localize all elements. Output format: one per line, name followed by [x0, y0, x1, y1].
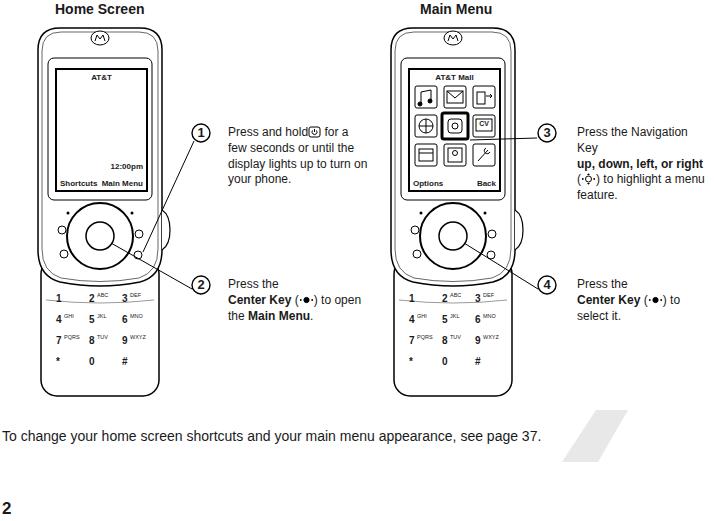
- key-letters: PQRS: [417, 334, 433, 340]
- key-number: 6: [475, 314, 481, 325]
- instruction-text: Press theCenter Key() to open theMain Me…: [228, 277, 370, 324]
- power-key-icon: [308, 126, 321, 138]
- key-letters: WXYZ: [130, 334, 146, 340]
- screen-text: Back: [477, 179, 496, 188]
- key-number: 4: [56, 314, 62, 325]
- instruction-text: ) to highlight a menu feature.: [577, 172, 705, 202]
- key-letters: DEF: [483, 292, 494, 298]
- key-number: 4: [409, 314, 415, 325]
- key-number: 1: [56, 293, 62, 304]
- screen-text: 12:00pm: [111, 162, 143, 171]
- icon-text: CV: [473, 120, 495, 127]
- instruction-text: (: [644, 293, 648, 307]
- page-corner-mark: [562, 410, 628, 462]
- key-number: 9: [122, 335, 128, 346]
- phone-body: [391, 28, 523, 396]
- key-letters: TUV: [97, 334, 108, 340]
- callout-number: 2: [191, 275, 217, 295]
- screen-text: Shortcuts: [60, 179, 97, 188]
- phone-body: [38, 28, 170, 396]
- instruction-text: Press the Navigation Key up, down, left, …: [577, 125, 709, 204]
- key-number: 0: [89, 356, 95, 367]
- key-number: 0: [442, 356, 448, 367]
- key-number: 7: [409, 335, 415, 346]
- callout-number: 3: [537, 123, 563, 143]
- key-letters: ABC: [97, 292, 108, 298]
- callout-number: 4: [537, 275, 563, 295]
- key-number: #: [475, 356, 481, 367]
- key-name: Main Menu: [248, 309, 310, 323]
- screen-text: Options: [413, 179, 443, 188]
- key-letters: PQRS: [64, 334, 80, 340]
- key-name: Center Key: [577, 293, 640, 307]
- key-number: *: [409, 356, 413, 367]
- instruction-text: (: [295, 293, 299, 307]
- instruction-text: Press theCenter Key() to select it.: [577, 277, 709, 324]
- menu-icons: [415, 86, 495, 166]
- key-letters: MNO: [483, 313, 496, 319]
- screen-text: AT&T Mall: [410, 73, 499, 82]
- key-number: 2: [442, 293, 448, 304]
- center-key-icon: [299, 294, 314, 306]
- instruction-text: Press the: [228, 277, 279, 291]
- key-number: 5: [442, 314, 448, 325]
- key-number: 8: [442, 335, 448, 346]
- footnote: To change your home screen shortcuts and…: [2, 428, 541, 444]
- key-letters: TUV: [450, 334, 461, 340]
- display-screen: AT&T 12:00pmShortcuts Main Menu: [55, 68, 148, 192]
- key-letters: GHI: [417, 313, 427, 319]
- key-number: 1: [409, 293, 415, 304]
- key-number: 5: [89, 314, 95, 325]
- key-number: 7: [56, 335, 62, 346]
- callout-number: 1: [191, 123, 217, 143]
- callout-number: 3: [537, 123, 557, 143]
- key-letters: GHI: [64, 313, 74, 319]
- key-number: #: [122, 356, 128, 367]
- key-number: 6: [122, 314, 128, 325]
- instruction-text: Press and holdfor a few seconds or until…: [228, 125, 370, 188]
- key-letters: MNO: [130, 313, 143, 319]
- view-heading: Main Menu: [420, 1, 492, 17]
- screen-text: Main Menu: [102, 179, 143, 188]
- instruction-text: Press the Navigation Key: [577, 125, 688, 155]
- display-screen: AT&T MallOptions Back: [408, 68, 501, 192]
- key-number: 3: [475, 293, 481, 304]
- instruction-text: Press and hold: [228, 125, 308, 139]
- key-number: 9: [475, 335, 481, 346]
- view-heading: Home Screen: [55, 1, 144, 17]
- instruction-text: .: [310, 309, 313, 323]
- key-number: 8: [89, 335, 95, 346]
- nav-key-icon: [581, 173, 596, 185]
- key-number: 2: [89, 293, 95, 304]
- callout-number: 4: [537, 275, 557, 295]
- callout-number: 2: [191, 275, 211, 295]
- key-letters: DEF: [130, 292, 141, 298]
- instruction-text: (: [577, 172, 581, 186]
- key-number: 3: [122, 293, 128, 304]
- screen-text: AT&T: [57, 73, 146, 82]
- key-letters: ABC: [450, 292, 461, 298]
- callout-number: 1: [191, 123, 211, 143]
- page-number: 2: [2, 499, 11, 519]
- center-key-icon: [648, 294, 663, 306]
- key-number: *: [56, 356, 60, 367]
- key-name: Center Key: [228, 293, 291, 307]
- instruction-text: Press the: [577, 277, 628, 291]
- key-letters: WXYZ: [483, 334, 499, 340]
- key-letters: JKL: [97, 313, 106, 319]
- key-name: up, down, left, or right: [577, 157, 703, 171]
- key-letters: JKL: [450, 313, 459, 319]
